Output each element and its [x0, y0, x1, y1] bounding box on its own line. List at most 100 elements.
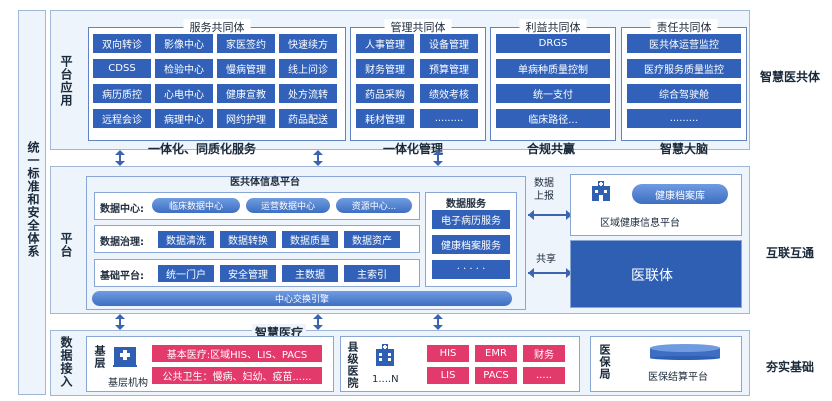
alliance-box: 医联体	[570, 240, 742, 308]
management-community-caption: 一体化管理	[383, 142, 444, 156]
report-label: 数据上报	[534, 178, 554, 202]
share-label: 共享	[536, 254, 556, 265]
service-item: 心电中心	[155, 84, 213, 103]
service-item: 药品配送	[279, 109, 337, 128]
management-item: .........	[420, 109, 478, 128]
service-item: 处方流转	[279, 84, 337, 103]
hospital-building-icon	[590, 180, 612, 206]
info-platform-title: 医共体信息平台	[230, 177, 300, 188]
double-arrow-icon	[433, 314, 443, 330]
standards-security-label: 统一标准和安全体系	[26, 141, 40, 258]
service-item: 家医签约	[217, 34, 275, 53]
county-hospital-item: .....	[523, 367, 565, 384]
data-governance-item: 数据质量	[282, 231, 338, 248]
base-platform-item: 统一门户	[158, 265, 214, 282]
double-arrow-icon	[313, 314, 323, 330]
service-item: 影像中心	[155, 34, 213, 53]
service-item: 检验中心	[155, 59, 213, 78]
management-item: 耗材管理	[356, 109, 414, 128]
service-item: 远程会诊	[93, 109, 151, 128]
interest-item: DRGS	[496, 34, 610, 53]
platform-label: 平台	[59, 232, 73, 258]
data-center-item: 运营数据中心	[246, 198, 330, 213]
insurance-platform-label: 医保结算平台	[648, 372, 708, 383]
data-service-item: 健康档案服务	[432, 235, 510, 254]
standards-security-bar: 统一标准和安全体系	[18, 10, 46, 395]
interest-community-caption: 合规共赢	[527, 142, 576, 156]
grassroots-label: 基层	[93, 345, 106, 369]
data-service-item: · · · · ·	[432, 260, 510, 279]
alliance-label: 医联体	[631, 268, 673, 284]
base-platform-item: 主索引	[344, 265, 400, 282]
data-access-label: 数据接入	[59, 336, 73, 388]
service-item: 网约护理	[217, 109, 275, 128]
county-hospital-item: 财务	[523, 345, 565, 362]
management-item: 预算管理	[420, 59, 478, 78]
data-center-item: 资源中心...	[336, 198, 412, 213]
service-item: 病理中心	[155, 109, 213, 128]
data-governance-label: 数据治理:	[100, 237, 144, 248]
service-item: 慢病管理	[217, 59, 275, 78]
grassroots-item: 公共卫生：慢病、妇幼、疫苗......	[152, 367, 322, 384]
double-arrow-icon	[115, 314, 125, 330]
grassroots-sub-label: 基层机构	[108, 378, 148, 389]
health-archive-db: 健康档案库	[632, 184, 728, 204]
interconnect-label: 互联互通	[765, 246, 814, 260]
management-item: 设备管理	[420, 34, 478, 53]
clinic-icon	[112, 343, 138, 371]
responsibility-community-caption: 智慧大脑	[660, 142, 709, 156]
county-hospital-icon	[374, 343, 396, 371]
county-hospital-item: HIS	[427, 345, 469, 362]
county-hospital-label: 县级医院	[346, 341, 359, 389]
data-center-item: 临床数据中心	[152, 198, 240, 213]
responsibility-item: 医疗服务质量监控	[627, 59, 741, 78]
smart-community-label: 智慧医共体	[759, 70, 820, 84]
data-governance-item: 数据清洗	[158, 231, 214, 248]
double-arrow-icon	[433, 150, 443, 166]
county-hospital-item: LIS	[427, 367, 469, 384]
interest-item: 单病种质量控制	[496, 59, 610, 78]
interest-community-title: 利益共同体	[519, 19, 587, 35]
management-item: 财务管理	[356, 59, 414, 78]
exchange-engine-bar: 中心交换引擎	[92, 291, 512, 306]
base-platform-item: 主数据	[282, 265, 338, 282]
double-arrow-icon	[115, 150, 125, 166]
service-item: 健康宣教	[217, 84, 275, 103]
data-governance-item: 数据资产	[344, 231, 400, 248]
data-governance-item: 数据转换	[220, 231, 276, 248]
service-item: 线上问诊	[279, 59, 337, 78]
interest-item: 临床路径...	[496, 109, 610, 128]
management-item: 药品采购	[356, 84, 414, 103]
insurance-label: 医保局	[598, 344, 611, 380]
management-community-title: 管理共同体	[384, 19, 452, 35]
county-hospital-item: EMR	[475, 345, 517, 362]
base-platform-item: 安全管理	[220, 265, 276, 282]
insurance-db-icon	[650, 344, 720, 364]
share-arrow	[526, 264, 572, 283]
service-community-caption: 一体化、同质化服务	[148, 142, 257, 156]
management-item: 人事管理	[356, 34, 414, 53]
data-service-item: 电子病历服务	[432, 210, 510, 229]
responsibility-item: 综合驾驶舱	[627, 84, 741, 103]
grassroots-item: 基本医疗:区域HIS、LIS、PACS	[152, 345, 322, 362]
service-item: 双向转诊	[93, 34, 151, 53]
service-item: CDSS	[93, 59, 151, 78]
service-item: 病历质控	[93, 84, 151, 103]
data-center-label: 数据中心:	[100, 204, 144, 215]
data-service-title: 数据服务	[446, 199, 486, 210]
county-hospital-item: PACS	[475, 367, 517, 384]
platform-apps-label: 平台应用	[59, 55, 73, 107]
county-hospital-sub-label: 1....N	[372, 374, 399, 385]
interest-item: 统一支付	[496, 84, 610, 103]
responsibility-item: 医共体运营监控	[627, 34, 741, 53]
service-community-title: 服务共同体	[183, 19, 251, 35]
management-item: 绩效考核	[420, 84, 478, 103]
service-item: 快速续方	[279, 34, 337, 53]
responsibility-item: .........	[627, 109, 741, 128]
regional-platform-label: 区域健康信息平台	[600, 218, 680, 229]
base-platform-label: 基础平台:	[100, 271, 144, 282]
responsibility-community-title: 责任共同体	[650, 19, 718, 35]
double-arrow-icon	[313, 150, 323, 166]
foundation-label: 夯实基础	[765, 360, 814, 374]
report-arrow	[526, 206, 572, 225]
